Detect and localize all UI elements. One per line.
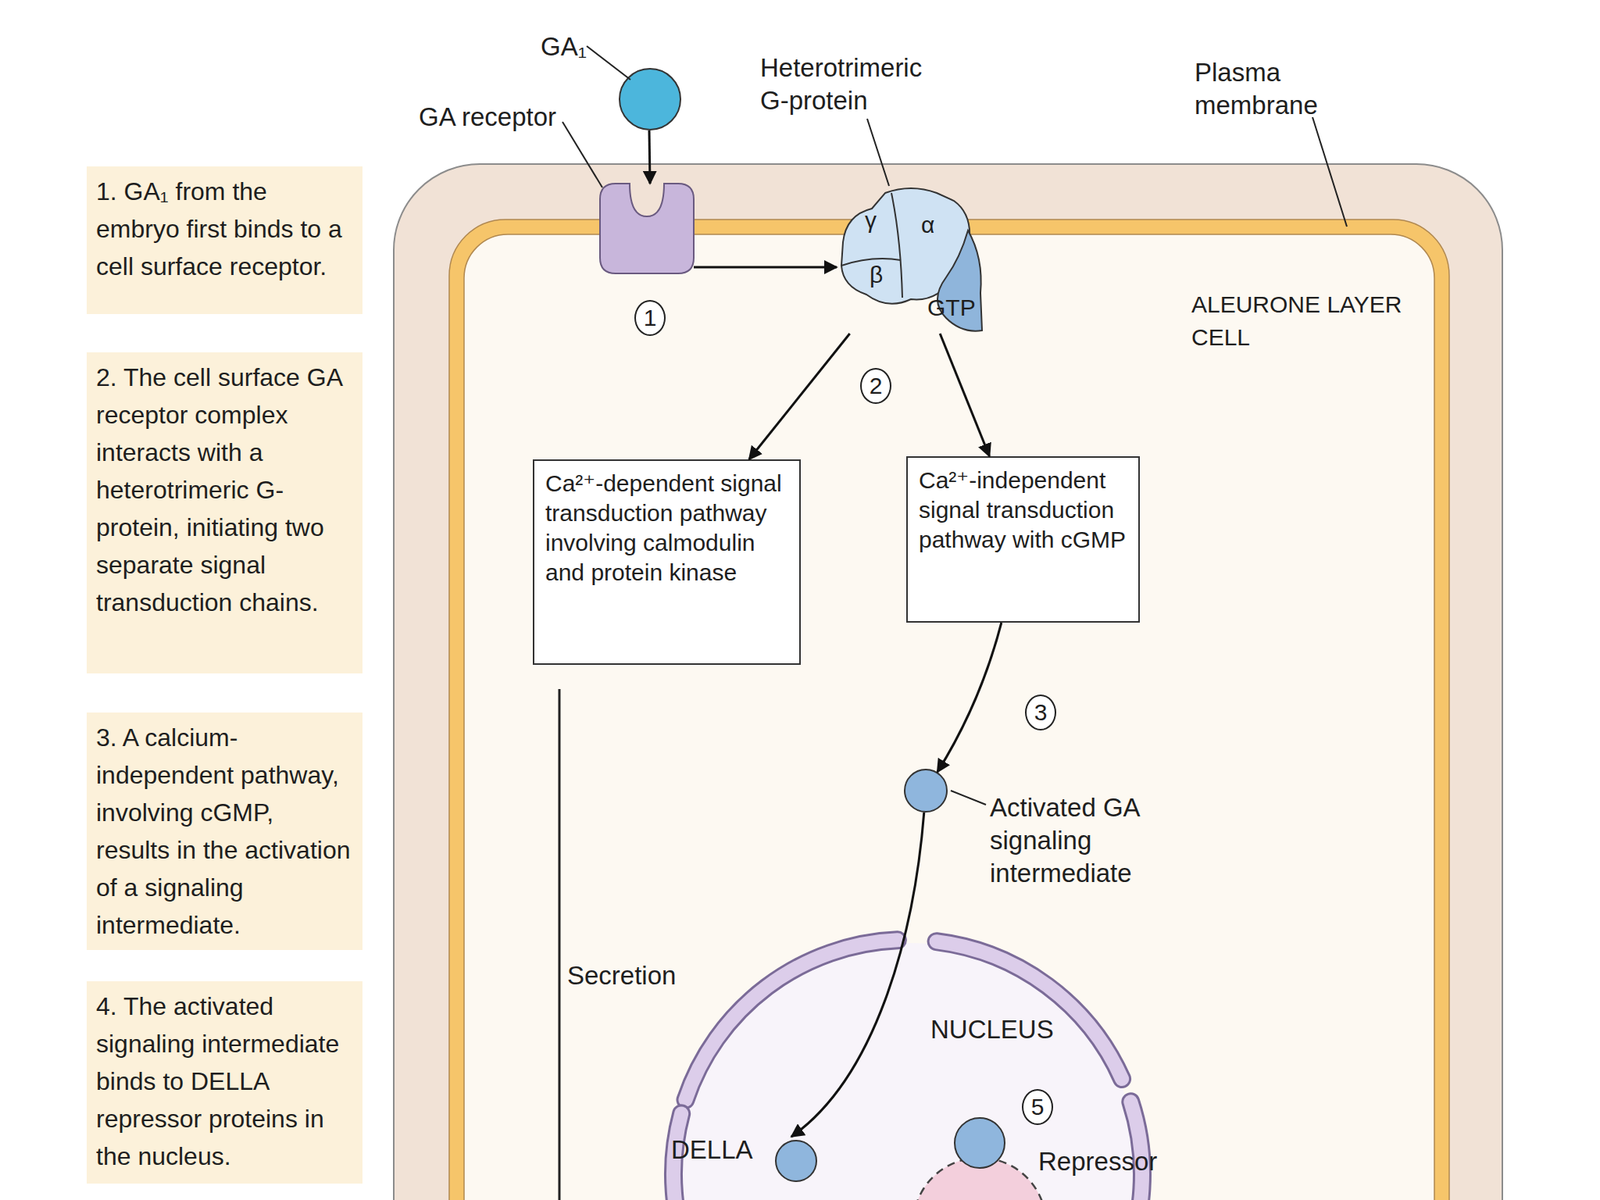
step-note: 4. The activated signaling intermediate … [86,981,363,1184]
signaling-intermediate: Activated GA signaling intermediate [903,768,948,813]
hormone-molecule: GA₁ [618,67,682,131]
step-note: 3. A calcium-independent pathway, involv… [86,712,363,950]
step-note: 1. GA₁ from the embryo first binds to a … [86,166,363,315]
node-text: Activated GA signaling intermediate [989,791,1158,890]
callout-number: 5 [1021,1089,1054,1125]
callout-number: 3 [1025,694,1057,731]
receptor: GA receptor [600,183,694,274]
leader-line [586,46,631,80]
step-note: 2. The cell surface GA receptor complex … [86,352,363,674]
callout-number: 1 [634,300,666,336]
node-text: 3. A calcium-independent pathway, involv… [96,718,354,944]
node-text: α [921,208,935,242]
node-text: ALEURONE LAYER CELL [1191,288,1426,354]
node-text: 2. The cell surface GA receptor complex … [96,358,354,622]
part-label: Plasma membrane [1194,56,1328,122]
part-label: Repressor [1038,1145,1158,1179]
callout-number: 2 [860,367,892,404]
node-text: GA receptor [418,100,557,134]
node-text: GA₁ [540,30,587,64]
node-text: 1. GA₁ from the embryo first binds to a … [96,172,354,286]
pathway-box: Ca²⁺-dependent signal transduction pathw… [532,459,801,665]
node-text: β [869,258,883,292]
node-text: GTP [927,291,976,325]
aleurone-cell: ALEURONE LAYER CELL GA receptor γ α βGTP Ca²⁺… [392,163,1504,1200]
node-text: γ [864,203,877,237]
receptor-outline [600,183,694,274]
node-text: 4. The activated signaling intermediate … [96,987,354,1175]
pathway-box: Ca²⁺-independent signal transduction pat… [906,456,1140,623]
della-protein: DELLA [667,1136,825,1200]
node-text: Ca²⁺-dependent signal transduction pathw… [545,468,789,588]
part-label: Heterotrimeric G-protein [760,51,948,118]
g-protein: γ α βGTP [836,183,983,334]
node-text: DELLA [671,1133,754,1167]
process-label: Secretion [567,959,676,993]
node-text: Ca²⁺-independent signal transduction pat… [918,465,1128,555]
node-text: NUCLEUS [930,1013,1054,1047]
